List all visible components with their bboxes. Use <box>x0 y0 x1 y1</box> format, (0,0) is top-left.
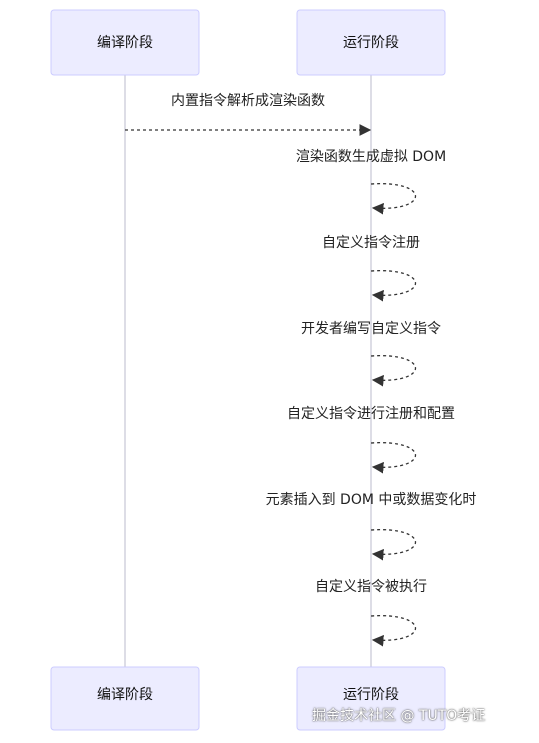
self-loop-arrow <box>370 529 416 561</box>
message-compile-to-runtime: 内置指令解析成渲染函数 <box>125 93 372 136</box>
message-label: 开发者编写自定义指令 <box>301 321 441 337</box>
self-loop-arrow <box>370 183 416 215</box>
message-label: 渲染函数生成虚拟 DOM <box>296 149 446 165</box>
self-loop-arrow <box>370 442 416 474</box>
message-label: 自定义指令进行注册和配置 <box>287 406 455 422</box>
self-message-2: 自定义指令注册 <box>322 235 420 302</box>
message-label: 内置指令解析成渲染函数 <box>171 93 325 109</box>
self-loop-arrow <box>370 270 416 302</box>
self-message-3: 开发者编写自定义指令 <box>301 321 441 387</box>
actor-compile-top: 编译阶段 <box>50 9 200 76</box>
actor-compile-bottom: 编译阶段 <box>50 666 200 731</box>
actor-compile-top-label: 编译阶段 <box>97 35 153 51</box>
self-loop-arrow <box>370 615 416 647</box>
watermark: 掘金技术社区 @ TUTO考证 <box>312 708 486 724</box>
actor-runtime-top-label: 运行阶段 <box>343 35 399 51</box>
actor-runtime-bottom: 运行阶段 <box>296 666 446 731</box>
self-message-5: 元素插入到 DOM 中或数据变化时 <box>266 492 477 561</box>
actor-runtime-top: 运行阶段 <box>296 9 446 76</box>
self-message-4: 自定义指令进行注册和配置 <box>287 406 455 474</box>
message-label: 自定义指令被执行 <box>315 579 427 595</box>
actor-compile-bottom-label: 编译阶段 <box>97 687 153 703</box>
actor-runtime-bottom-label: 运行阶段 <box>343 687 399 703</box>
message-label: 元素插入到 DOM 中或数据变化时 <box>266 492 477 508</box>
self-message-1: 渲染函数生成虚拟 DOM <box>296 149 446 215</box>
self-loop-arrow <box>370 355 416 387</box>
message-label: 自定义指令注册 <box>322 235 420 251</box>
self-message-6: 自定义指令被执行 <box>315 579 427 647</box>
